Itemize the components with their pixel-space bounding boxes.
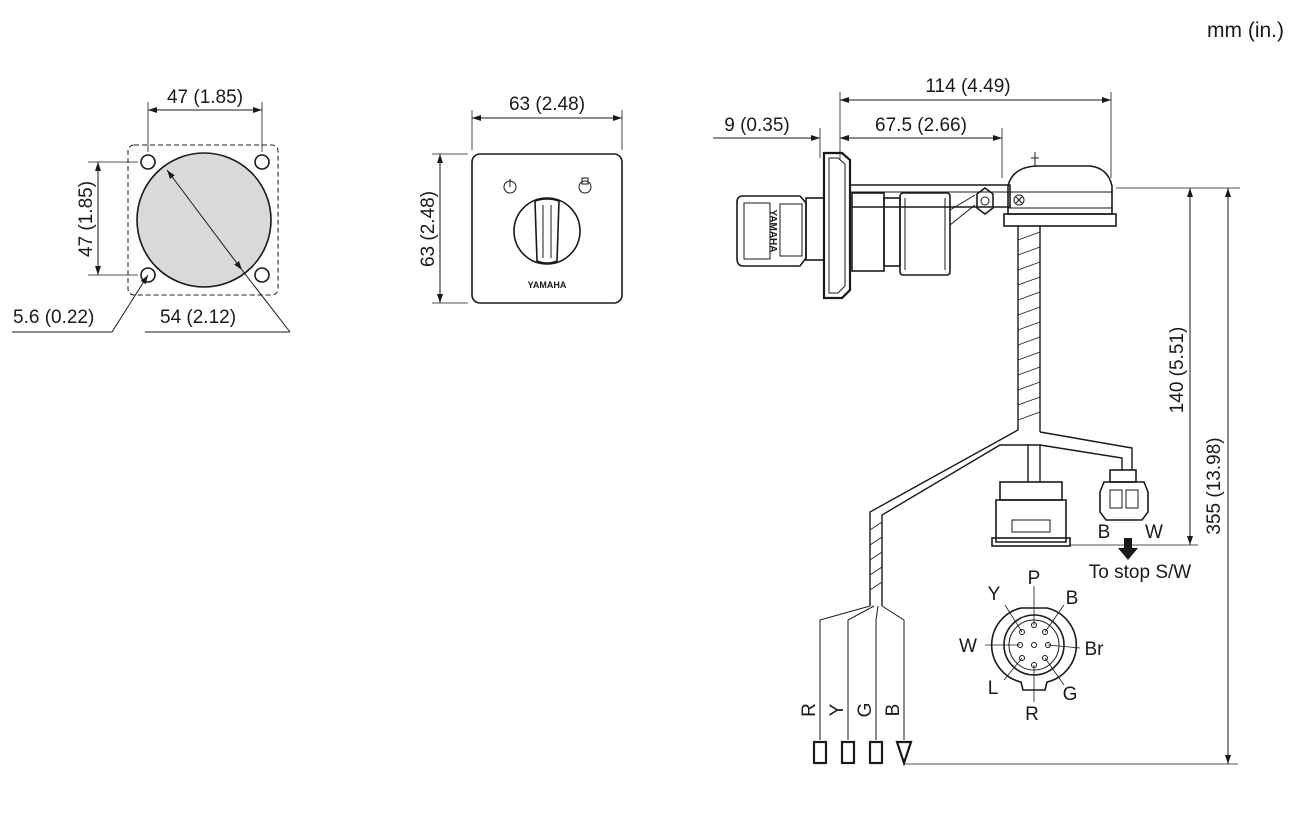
key-brand: YAMAHA — [767, 210, 778, 253]
terminal-y — [840, 740, 856, 765]
pin-label-right: Br — [1085, 639, 1105, 660]
terminal-label-b: B — [883, 704, 904, 717]
ignition-knob — [513, 197, 581, 265]
pin-label-top: P — [1028, 568, 1041, 589]
stop-pin-b: B — [1098, 522, 1111, 543]
flange-thickness: 9 (0.35) — [724, 115, 789, 136]
faceplate-width: 63 (2.48) — [509, 94, 585, 115]
faceplate — [471, 153, 623, 304]
mount-hole-tl — [140, 154, 156, 170]
pin-label-top-left: Y — [988, 584, 1001, 605]
pin-label-top-right: B — [1066, 588, 1079, 609]
terminal-label-g: G — [855, 703, 876, 718]
terminal-label-y: Y — [827, 703, 848, 716]
mount-hole-tr — [254, 154, 270, 170]
harness-left-edge — [869, 226, 1019, 606]
faceplate-height: 63 (2.48) — [418, 191, 439, 267]
terminal-b — [895, 740, 913, 767]
body-length: 67.5 (2.66) — [875, 115, 967, 136]
stop-pin-w: W — [1145, 522, 1163, 543]
round-connector-pinout: P B Br G R L W Y — [959, 568, 1104, 725]
rear-cap — [1003, 152, 1117, 227]
switch-side-view: 114 (4.49) 9 (0.35) 67.5 (2.66) YAMAHA — [713, 76, 1240, 767]
panel-cutout-view: 47 (1.85) 47 (1.85) 5.6 (0.22) 54 (2.12) — [12, 87, 291, 333]
branch-length: 140 (5.51) — [1167, 327, 1188, 414]
mount-hole-br — [254, 267, 270, 283]
key: YAMAHA — [736, 195, 807, 267]
nut — [976, 187, 994, 215]
switch-front-view: YAMAHA 63 (2.48) 63 (2.48) — [418, 94, 623, 304]
down-arrow-icon — [1118, 538, 1138, 560]
faceplate-brand: YAMAHA — [528, 280, 567, 290]
hole-spacing-height: 47 (1.85) — [76, 181, 97, 257]
stop-switch-connector — [1099, 469, 1149, 521]
main-plug — [991, 481, 1071, 547]
pin-label-left: W — [959, 636, 977, 657]
off-symbol-icon — [503, 179, 517, 194]
hole-diameter: 5.6 (0.22) — [13, 307, 94, 328]
total-length: 114 (4.49) — [925, 76, 1010, 97]
terminal-r — [812, 740, 828, 765]
units-label: mm (in.) — [1207, 19, 1284, 42]
pin-label-bottom-left: L — [988, 678, 999, 699]
on-symbol-icon — [578, 177, 592, 194]
stop-switch-label: To stop S/W — [1089, 562, 1191, 583]
total-harness-length: 355 (13.98) — [1204, 437, 1225, 534]
terminal-g — [868, 740, 884, 765]
terminal-label-r: R — [799, 703, 820, 717]
pin-label-bottom: R — [1025, 704, 1039, 725]
bezel — [822, 151, 852, 300]
cutout-outline — [127, 144, 279, 296]
cutout-diameter: 54 (2.12) — [160, 307, 236, 328]
hole-spacing-width: 47 (1.85) — [167, 87, 243, 108]
pin-label-bottom-right: G — [1063, 684, 1078, 705]
